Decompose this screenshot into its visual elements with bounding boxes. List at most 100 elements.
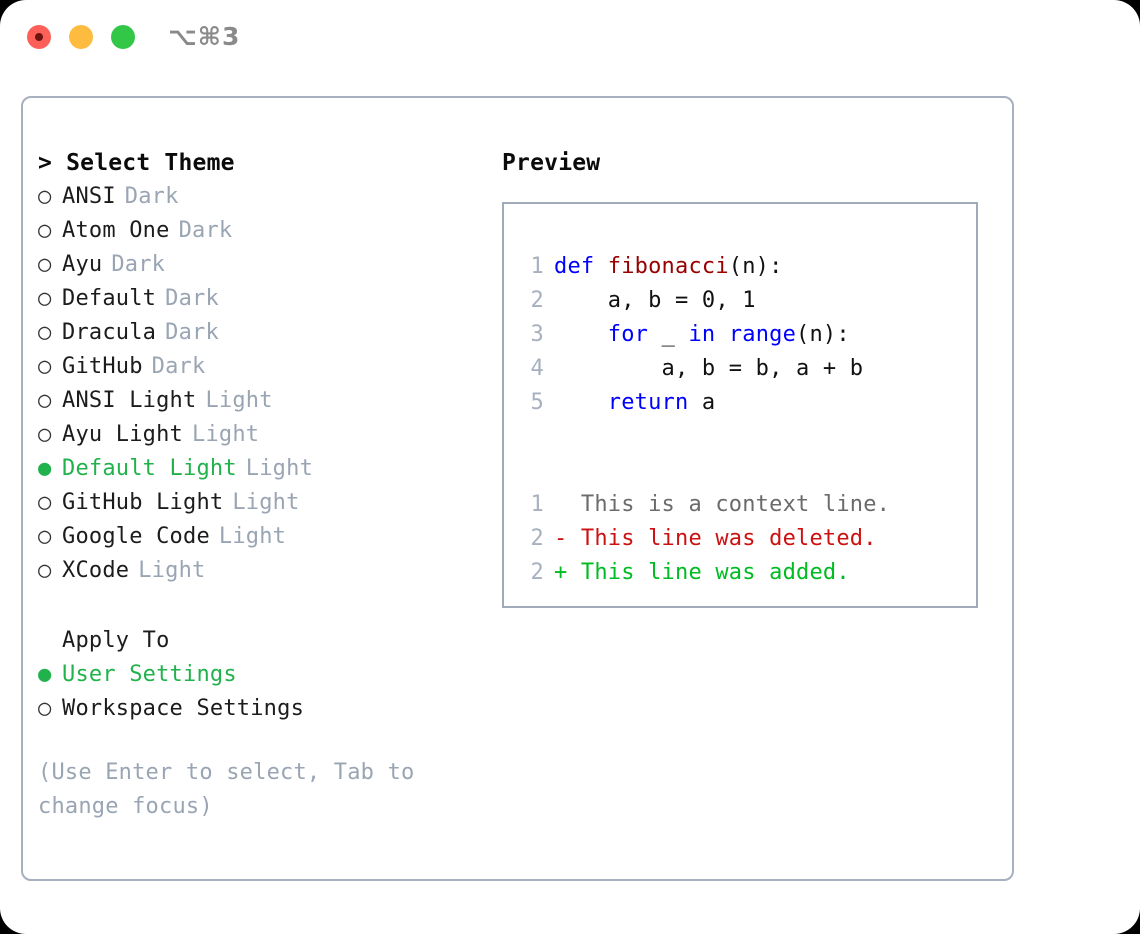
code-content: a, b = b, a + b (554, 352, 864, 386)
theme-option-tag: Light (232, 490, 300, 515)
line-number: 4 (530, 356, 544, 381)
line-number: 2 (530, 560, 544, 585)
apply-to-title: Apply To (62, 628, 170, 653)
code-line: 2 a, b = 0, 1 (504, 284, 976, 318)
theme-option-label: Google Code (62, 524, 210, 549)
keyboard-hint-text: (Use Enter to select, Tab to change focu… (38, 760, 428, 819)
theme-option-label: Ayu Light (62, 422, 184, 447)
theme-option-label: Default (62, 286, 157, 311)
theme-option-label: GitHub (62, 354, 143, 379)
select-theme-header: > Select Theme (38, 150, 235, 176)
radio-off-icon: ○ (38, 696, 52, 721)
diff-line-deleted: 2 - This line was deleted. (504, 522, 976, 556)
radio-off-icon: ○ (38, 490, 52, 515)
theme-option-google-code[interactable]: ○ Google Code Light (38, 520, 478, 554)
code-content: for _ in range(n): (554, 318, 850, 352)
diff-marker: + (554, 560, 581, 585)
theme-option-tag: Light (245, 456, 314, 481)
line-number: 3 (530, 322, 544, 347)
apply-to-label: User Settings (62, 662, 237, 687)
theme-option-tag: Dark (178, 218, 233, 243)
theme-option-tag: Light (138, 558, 206, 583)
preview-pane: Preview 1 def fibonacci(n): 2 a, b = 0, … (502, 146, 1002, 608)
theme-option-dracula[interactable]: ○ Dracula Dark (38, 316, 478, 350)
theme-option-tag: Dark (165, 286, 219, 311)
theme-option-label: Atom One (62, 218, 170, 243)
theme-option-tag: Dark (151, 354, 206, 379)
radio-off-icon: ○ (38, 422, 52, 447)
theme-option-tag: Dark (111, 252, 166, 277)
code-token-plain (715, 322, 728, 347)
code-token-plain: (n): (728, 254, 783, 279)
diff-text: This line was added. (580, 560, 850, 585)
traffic-light-group (27, 25, 135, 49)
theme-option-atom-one[interactable]: ○ Atom One Dark (38, 214, 478, 248)
code-line: 3 for _ in range(n): (504, 318, 976, 352)
code-token-function: fibonacci (607, 254, 729, 279)
main-panel: > Select Theme ○ ANSI Dark ○ Atom One Da… (21, 96, 1014, 881)
maximize-button[interactable] (111, 25, 135, 49)
code-line: 5 return a (504, 386, 976, 420)
theme-option-default-dark[interactable]: ○ Default Dark (38, 282, 478, 316)
code-token-plain: a (688, 390, 716, 415)
radio-off-icon: ○ (38, 558, 52, 583)
radio-off-icon: ○ (38, 388, 52, 413)
theme-option-label: XCode (62, 558, 130, 583)
diff-marker: - (554, 526, 581, 551)
code-line: 4 a, b = b, a + b (504, 352, 976, 386)
theme-option-label: Ayu (62, 252, 103, 277)
code-token-plain: a, b = 0, 1 (554, 288, 756, 313)
line-number: 1 (530, 492, 544, 517)
apply-to-group: Apply To ● User Settings ○ Workspace Set… (38, 624, 478, 726)
line-number: 5 (530, 390, 544, 415)
apply-to-workspace-settings[interactable]: ○ Workspace Settings (38, 692, 478, 726)
theme-option-tag: Dark (124, 184, 179, 209)
theme-option-github-light[interactable]: ○ GitHub Light Light (38, 486, 478, 520)
radio-off-icon: ○ (38, 184, 52, 209)
radio-off-icon: ○ (38, 252, 52, 277)
theme-option-xcode[interactable]: ○ XCode Light (38, 554, 478, 588)
code-token-plain: (n): (796, 322, 850, 347)
code-content: return a (554, 386, 715, 420)
theme-option-label: GitHub Light (62, 490, 224, 515)
preview-title: Preview (502, 150, 601, 176)
code-content: def fibonacci(n): (554, 250, 783, 284)
apply-to-user-settings[interactable]: ● User Settings (38, 658, 478, 692)
radio-off-icon: ○ (38, 354, 52, 379)
theme-option-ayu[interactable]: ○ Ayu Dark (38, 248, 478, 282)
theme-option-label: ANSI (62, 184, 116, 209)
apply-to-label: Workspace Settings (62, 696, 305, 721)
radio-off-icon: ○ (38, 218, 52, 243)
code-token-keyword: def (554, 254, 608, 279)
diff-marker (554, 488, 581, 522)
code-token-keyword: in (688, 322, 716, 347)
close-button[interactable] (27, 25, 51, 49)
code-token-keyword: for (607, 322, 649, 347)
radio-off-icon: ○ (38, 524, 52, 549)
keyboard-shortcut-label: ⌥⌘3 (168, 22, 241, 51)
theme-option-ansi[interactable]: ○ ANSI Dark (38, 180, 478, 214)
diff-text: This line was deleted. (580, 526, 877, 551)
theme-option-label: Default Light (62, 456, 237, 481)
diff-line-added: 2 + This line was added. (504, 556, 976, 590)
theme-option-ansi-light[interactable]: ○ ANSI Light Light (38, 384, 478, 418)
theme-option-tag: Light (218, 524, 287, 549)
theme-option-ayu-light[interactable]: ○ Ayu Light Light (38, 418, 478, 452)
code-token-plain (554, 390, 608, 415)
minimize-button[interactable] (69, 25, 93, 49)
theme-option-tag: Dark (165, 320, 219, 345)
theme-option-tag: Light (192, 422, 260, 447)
diff-text: This is a context line. (580, 492, 891, 517)
diff-line-context: 1 This is a context line. (504, 488, 976, 522)
preview-box: 1 def fibonacci(n): 2 a, b = 0, 1 3 for … (502, 202, 978, 608)
title-bar: ⌥⌘3 (0, 0, 1140, 78)
theme-option-github-dark[interactable]: ○ GitHub Dark (38, 350, 478, 384)
code-content: a, b = 0, 1 (554, 284, 756, 318)
line-number: 1 (530, 254, 544, 279)
theme-option-default-light[interactable]: ● Default Light Light (38, 452, 478, 486)
line-number: 2 (530, 526, 544, 551)
theme-option-label: ANSI Light (62, 388, 197, 413)
code-token-plain (554, 322, 608, 347)
preview-spacer (504, 420, 976, 454)
